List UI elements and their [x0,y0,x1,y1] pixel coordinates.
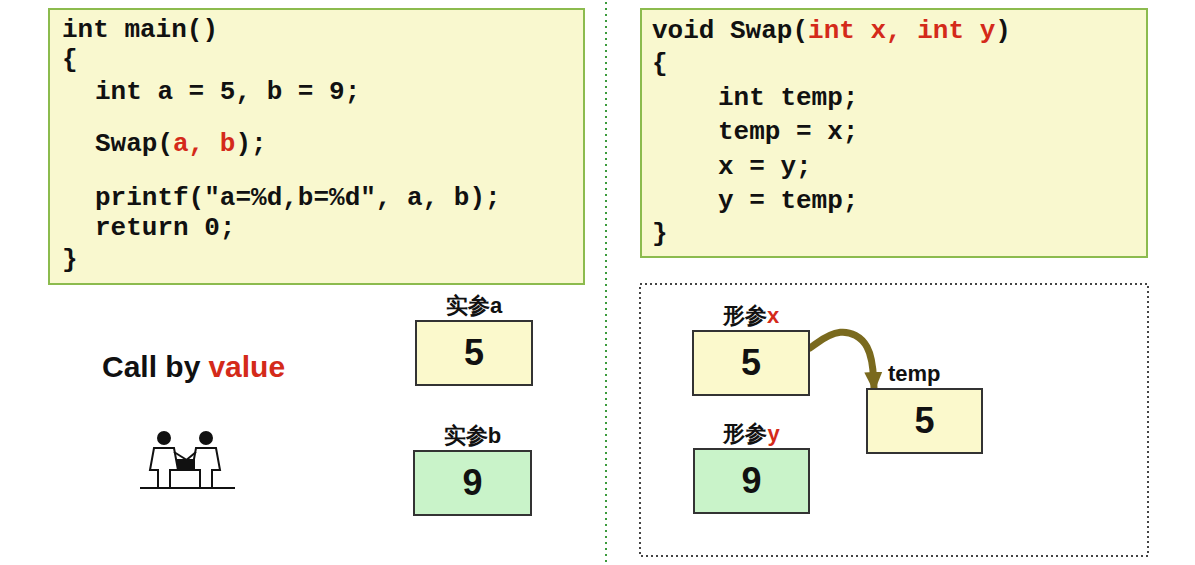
code-text: printf("a=%d,b=%d", a, b); [95,183,501,213]
param-heading: 实参b [413,422,532,450]
value-box: temp 5 [866,360,983,454]
code-line: temp = x; [718,117,858,147]
code-text: int main() [62,15,218,45]
param-label: 实参b [444,423,501,448]
code-text: } [62,245,78,275]
code-panel: int main(){ int a = 5, b = 9; Swap(a, b); p… [48,8,585,285]
divider-line [605,2,607,563]
scope-region [640,284,1148,556]
value-box: 实参a 5 [415,292,533,386]
code-line: } [652,219,668,249]
value-box: 形参x5 [692,302,810,396]
param-label: 形参 [723,421,767,446]
code-line: int main() [62,15,218,45]
code-text: a, b [173,129,235,159]
code-line: { [62,45,78,75]
param-label: y [767,421,779,446]
value-text: 5 [741,342,761,384]
code-line: return 0; [95,213,235,243]
call-label: Call by [102,350,200,383]
code-line: Swap(a, b); [95,129,267,159]
value-text: 5 [914,400,934,442]
code-line: int a = 5, b = 9; [95,77,360,107]
param-label: 形参 [723,303,767,328]
code-text: { [652,49,668,79]
code-line: int temp; [718,83,858,113]
caption-label: Call byvalue [102,350,285,384]
code-text: { [62,45,78,75]
code-text: int a = 5, b = 9; [95,77,360,107]
param-heading: 形参x [692,302,810,330]
param-heading: 实参a [415,292,533,320]
param-heading: temp [866,360,983,388]
param-label: 实参a [446,293,502,318]
value-cell: 5 [866,388,983,454]
code-line: { [652,49,668,79]
code-panel: void Swap(int x, int y){int temp;temp = … [640,8,1148,258]
value-cell: 5 [692,330,810,396]
code-line: printf("a=%d,b=%d", a, b); [95,183,501,213]
code-text: temp = x; [718,117,858,147]
code-text: Swap( [95,129,173,159]
code-text: void Swap( [652,16,808,46]
param-heading: 形参y [693,420,810,448]
value-cell: 5 [415,320,533,386]
copy-arrow [810,332,874,388]
people-clipart [140,432,235,488]
code-text: ); [235,129,266,159]
code-text: y = temp; [718,186,858,216]
code-text: ) [995,16,1011,46]
param-label: x [767,303,779,328]
code-line: void Swap(int x, int y) [652,16,1011,46]
code-text: int temp; [718,83,858,113]
code-line: y = temp; [718,186,858,216]
code-text: int x, int y [808,16,995,46]
code-text: } [652,219,668,249]
value-text: 5 [464,332,484,374]
value-box: 形参y9 [693,420,810,514]
code-line: x = y; [718,152,812,182]
code-text: x = y; [718,152,812,182]
value-cell: 9 [693,448,810,514]
code-line: } [62,245,78,275]
code-text: return 0; [95,213,235,243]
value-cell: 9 [413,450,532,516]
value-text: 9 [462,462,482,504]
value-label: value [208,350,285,383]
param-label: temp [888,361,941,386]
value-box: 实参b 9 [413,422,532,516]
value-text: 9 [741,460,761,502]
